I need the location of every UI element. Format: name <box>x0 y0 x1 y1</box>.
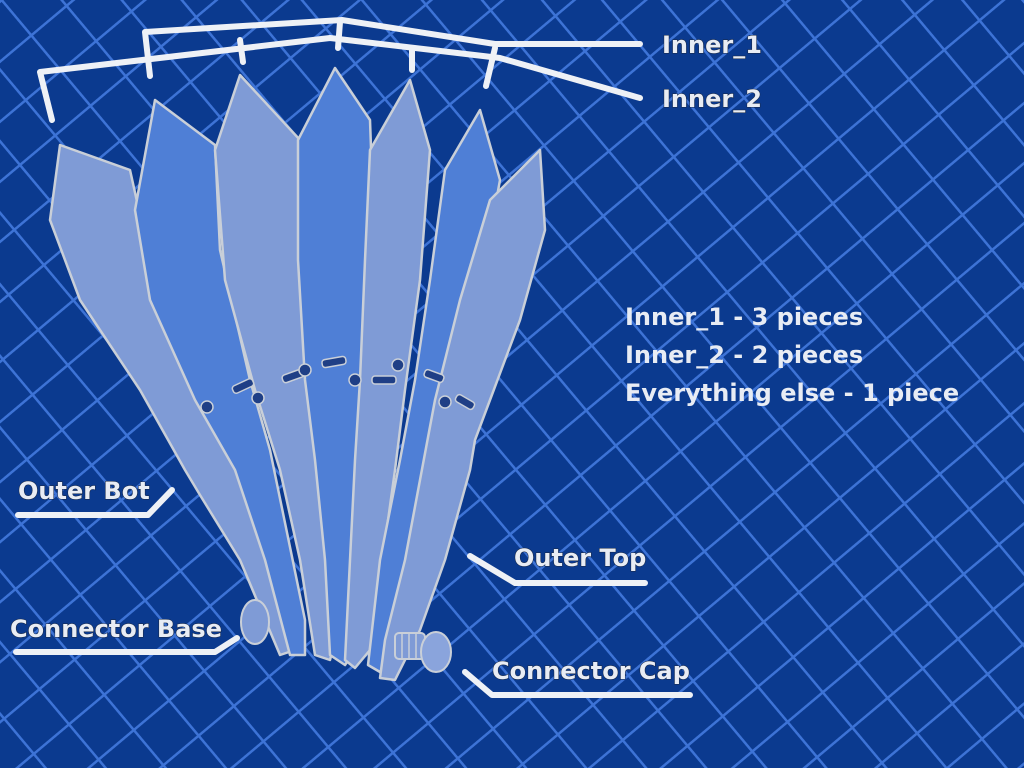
blade-slot <box>321 355 347 369</box>
label-inner-2: Inner_2 <box>662 85 762 113</box>
connector-cap-part <box>394 631 452 673</box>
leader-connector-base <box>13 635 240 655</box>
note-everything-else: Everything else - 1 piece <box>625 379 959 407</box>
blade-slot <box>454 393 476 411</box>
blade-hole <box>200 400 214 414</box>
blade-slot <box>371 375 397 385</box>
blade-outer-top <box>378 148 547 682</box>
label-inner-1: Inner_1 <box>662 31 762 59</box>
piece-count-notes: Inner_1 - 3 pieces Inner_2 - 2 pieces Ev… <box>625 303 959 407</box>
note-inner-1: Inner_1 - 3 pieces <box>625 303 863 331</box>
note-inner-2: Inner_2 - 2 pieces <box>625 341 863 369</box>
leader-outer-bot <box>15 487 175 518</box>
blade-hole <box>348 373 362 387</box>
blade-slot <box>423 368 445 384</box>
leader-inner-2-tick <box>483 45 498 89</box>
leader-outer-top <box>467 553 648 586</box>
label-connector-cap: Connector Cap <box>492 657 690 685</box>
blade-fan <box>48 66 547 682</box>
leader-connector-cap <box>462 669 693 698</box>
blade-slot <box>231 377 255 395</box>
blade-hole <box>298 363 312 377</box>
blade-inner-1-right <box>343 78 432 670</box>
connector-base-part <box>240 599 270 645</box>
blade-hole <box>251 391 265 405</box>
blade-hole <box>438 395 452 409</box>
label-connector-base: Connector Base <box>10 615 222 643</box>
blade-hole <box>391 358 405 372</box>
leader-inner-2 <box>37 35 643 123</box>
leader-inner-1-tick <box>335 19 343 51</box>
label-outer-bot: Outer Bot <box>18 477 150 505</box>
label-outer-top: Outer Top <box>514 544 646 572</box>
